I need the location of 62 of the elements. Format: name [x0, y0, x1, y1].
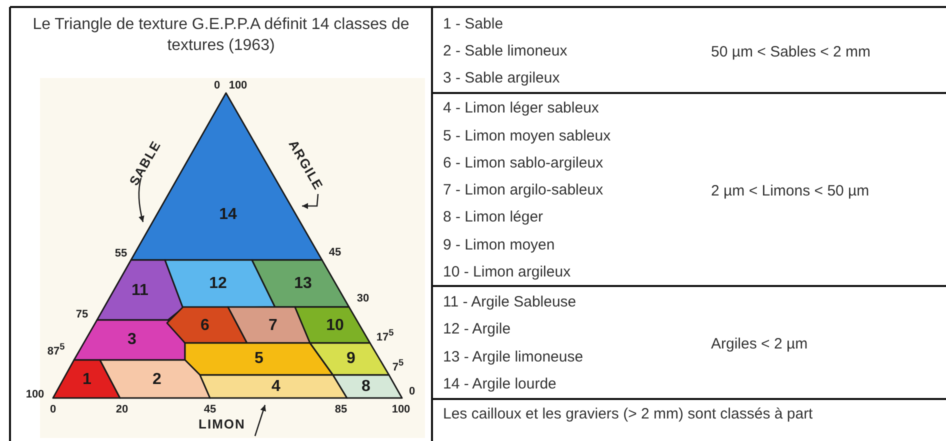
texture-class-region — [310, 343, 389, 375]
class-number: 1 — [82, 372, 92, 388]
class-number: 9 — [346, 351, 356, 367]
tick-label: 85 — [334, 404, 348, 416]
tick-label: 100 — [228, 80, 248, 92]
texture-class-region — [53, 360, 120, 398]
class-name: 8 - Limon léger — [443, 210, 544, 224]
texture-class-region — [74, 320, 185, 360]
tick-label: 100 — [392, 404, 410, 416]
tick-label: 87$^{5}$ — [47, 342, 65, 358]
size-range: 2 µm < Limons < 50 µm — [711, 184, 870, 198]
class-name: 4 - Limon léger sableux — [443, 100, 599, 116]
axis-title: LIMON — [198, 418, 246, 430]
class-number: 6 — [200, 318, 210, 334]
texture-class-region — [200, 375, 347, 398]
class-number: 2 — [152, 372, 162, 388]
texture-class-region — [167, 307, 247, 343]
size-range: Argiles < 2 µm — [711, 336, 808, 352]
tick-label: 45 — [204, 404, 216, 416]
class-number: 7 — [268, 318, 278, 334]
class-number: 11 — [132, 283, 148, 299]
tick-label: 100 — [26, 390, 44, 400]
tick-label: 30 — [356, 294, 370, 304]
heading: Le Triangle de texture G.E.P.P.A définit 14 classes de textures (1963) — [32, 15, 410, 56]
class-number: 13 — [294, 276, 312, 292]
class-name: 14 - Argile lourde — [443, 376, 556, 392]
class-number: 14 — [219, 207, 237, 223]
class-name: 5 - Limon moyen sableux — [443, 128, 611, 144]
class-number: 3 — [128, 332, 136, 348]
class-name: 3 - Sable argileux — [443, 70, 560, 86]
class-name: 1 - Sable — [443, 16, 504, 32]
class-name: 10 - Limon argileux — [443, 264, 571, 280]
texture-class-region — [100, 360, 210, 398]
class-name: 2 - Sable limoneux — [443, 44, 568, 58]
tick-label: 7$^{5}$ — [392, 358, 404, 374]
class-name: 9 - Limon moyen — [443, 238, 555, 252]
texture-class-region — [228, 307, 310, 343]
tick-label: 0 — [214, 80, 220, 92]
tick-label: 0 — [408, 386, 416, 398]
size-range: 50 µm < Sables < 2 mm — [711, 44, 871, 60]
class-name: 7 - Limon argilo-sableux — [443, 182, 604, 198]
class-name: 13 - Argile limoneuse — [443, 350, 584, 364]
tick-label: 45 — [328, 248, 342, 258]
tick-label: 75 — [76, 310, 88, 320]
texture-class-region — [252, 260, 349, 307]
tick-label: 17$^{5}$ — [376, 328, 394, 344]
class-number: 5 — [254, 351, 264, 367]
texture-class-region — [333, 375, 402, 398]
tick-label: 20 — [116, 404, 128, 416]
class-name: 6 - Limon sablo-argileux — [443, 156, 604, 170]
class-number: 4 — [272, 379, 280, 395]
note: Les cailloux et les graviers (> 2 mm) sont classés à part — [443, 406, 813, 422]
class-name: 12 - Argile — [443, 322, 511, 336]
class-number: 8 — [362, 379, 370, 395]
tick-label: 0 — [50, 404, 56, 416]
texture-class-region — [97, 260, 183, 320]
class-number: 12 — [209, 276, 227, 292]
texture-class-region — [131, 93, 322, 260]
class-number: 10 — [326, 318, 344, 334]
texture-class-region — [295, 307, 370, 343]
class-name: 11 - Argile Sableuse — [443, 294, 576, 310]
tick-label: 55 — [114, 248, 128, 260]
